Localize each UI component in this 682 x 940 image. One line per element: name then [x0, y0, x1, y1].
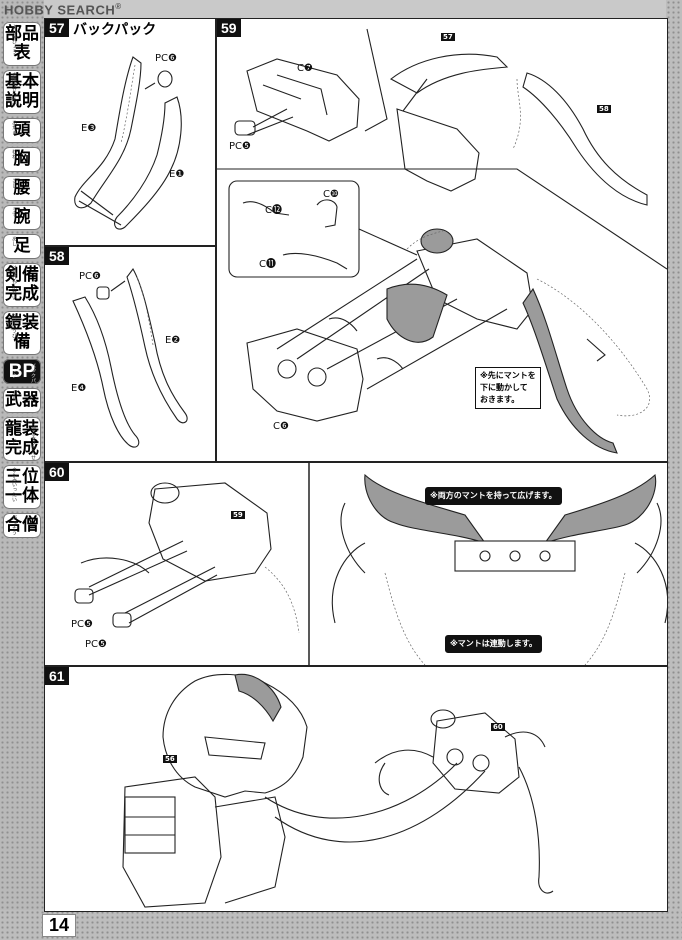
step-57-e1-label: E❶: [169, 169, 185, 180]
sidebar-tab-ruby: きほんせつめい: [11, 72, 17, 107]
step-57-e3-label: E❸: [81, 123, 97, 134]
sidebar-tab-label: 合僧: [5, 515, 39, 535]
step-60-pc-label-2: PC❺: [85, 639, 107, 650]
step-58-illustration: [72, 267, 188, 448]
step-61-tag-60: 60: [491, 723, 505, 731]
step-58-panel: 58 PC❻ E❷ E❹: [44, 246, 216, 462]
sidebar-tab-ruby: がっそう: [11, 515, 17, 535]
sidebar-tab-ruby: けんびかんせい: [11, 265, 17, 300]
step-60-panel: 60 59 PC❺ PC❺ ※両方のマントを持って広げます。 ※マントは連動しま…: [44, 462, 668, 666]
step-60-illustration: [74, 463, 667, 665]
sidebar-tab-label: 武器: [5, 390, 39, 410]
hobby-search-watermark: HOBBY SEARCH®: [4, 2, 122, 17]
sidebar-tab-12[interactable]: さんみいったい三位一体: [3, 465, 41, 509]
step-57-number: 57: [45, 19, 69, 37]
step-61-panel: 61 56 60: [44, 666, 668, 912]
step-59-pce-label: PC❺: [229, 141, 251, 152]
sidebar-tab-ruby: さんみいったい: [11, 467, 17, 502]
sidebar-tab-5[interactable]: うで腕: [3, 205, 41, 230]
sidebar-tab-label: 腰: [13, 178, 31, 198]
step-59-number: 59: [217, 19, 241, 37]
step-59-c6-label: C❻: [273, 421, 289, 432]
step-58-number: 58: [45, 247, 69, 265]
sidebar-tab-10[interactable]: ぶき武器: [3, 388, 41, 413]
step-59-note-line-3: おきます。: [480, 395, 520, 404]
sidebar-tab-4[interactable]: こし腰: [3, 176, 41, 201]
sidebar-tab-label: 頭: [13, 120, 31, 140]
sidebar-tab-label: BP: [8, 361, 36, 382]
step-59-c12-label: C⓬: [265, 205, 282, 216]
step-59-tag-58: 58: [597, 105, 611, 113]
sidebar-tab-7[interactable]: けんびかんせい剣備完成: [3, 263, 41, 307]
sidebar-tab-11[interactable]: りゅうそうかんせい龍装完成: [3, 417, 41, 461]
sidebar-tab-2[interactable]: あたま頭: [3, 118, 41, 143]
step-60-number: 60: [45, 463, 69, 481]
step-57-panel: 57 バックパック PC❻ E❸ E❶: [44, 18, 216, 246]
sidebar-tab-ruby: ぶひんひょう: [11, 24, 17, 54]
watermark-mark: ®: [115, 2, 122, 11]
step-57-title: バックパック: [73, 22, 157, 38]
step-59-illustration: [217, 28, 667, 454]
step-58-e2-label: E❷: [165, 335, 181, 346]
sidebar-tab-8[interactable]: がいそうび鎧装備: [3, 311, 41, 355]
step-59-note: ※先にマントを 下に動かして おきます。: [475, 367, 541, 409]
step-61-tag-56: 56: [163, 755, 177, 763]
step-60-note-bottom: ※マントは連動します。: [445, 635, 542, 653]
sidebar-tab-ruby: バックパック: [11, 362, 36, 383]
section-index-tabs: ぶひんひょう部品表きほんせつめい基本説明あたま頭むね胸こし腰うで腕あし足けんびか…: [3, 22, 41, 542]
sidebar-tab-ruby: むね: [11, 149, 17, 159]
step-59-panel: 59: [216, 18, 668, 462]
step-61-number: 61: [45, 667, 69, 685]
sidebar-tab-ruby: こし: [11, 178, 17, 188]
step-60-tag-59: 59: [231, 511, 245, 519]
step-60-note-top: ※両方のマントを持って広げます。: [425, 487, 562, 505]
watermark-text: HOBBY SEARCH: [4, 2, 116, 18]
step-57-pc-label: PC❻: [155, 53, 177, 64]
right-margin-texture: [666, 0, 682, 940]
step-59-c11-label: C⓫: [259, 259, 276, 270]
sidebar-tab-label: 基本説明: [5, 72, 39, 111]
sidebar-tab-label: 胸: [13, 149, 31, 169]
sidebar-tab-ruby: あたま: [11, 120, 17, 135]
sidebar-tab-ruby: ぶき: [11, 390, 17, 400]
sidebar-tab-label: 剣備完成: [5, 265, 39, 304]
sidebar-tab-ruby: がいそうび: [11, 313, 17, 338]
sidebar-tab-label: 龍装完成: [5, 419, 39, 458]
sidebar-tab-6[interactable]: あし足: [3, 234, 41, 259]
sidebar-tab-ruby: あし: [11, 236, 17, 246]
step-59-note-line-2: 下に動かして: [480, 383, 528, 392]
step-59-note-line-1: ※先にマントを: [480, 371, 536, 380]
step-59-c7-label: C❼: [297, 63, 313, 74]
page-number: 14: [42, 914, 77, 937]
sidebar-tab-label: 三位一体: [5, 467, 39, 506]
sidebar-tab-ruby: うで: [11, 207, 17, 217]
sidebar-tab-1[interactable]: きほんせつめい基本説明: [3, 70, 41, 114]
step-59-c10-label: C❿: [323, 189, 339, 200]
step-57-illustration: [74, 56, 182, 230]
step-61-illustration: [122, 673, 554, 908]
step-58-e4-label: E❹: [71, 383, 87, 394]
sidebar-tab-13[interactable]: がっそう合僧: [3, 513, 41, 538]
step-59-tag-57: 57: [441, 33, 455, 41]
sidebar-tab-label: 腕: [13, 207, 31, 227]
sidebar-tab-label: 鎧装備: [5, 313, 39, 352]
step-58-pc-label: PC❻: [79, 271, 101, 282]
sidebar-tab-label: 足: [13, 236, 31, 256]
sidebar-tab-ruby: りゅうそうかんせい: [11, 420, 36, 460]
sidebar-tab-0[interactable]: ぶひんひょう部品表: [3, 22, 41, 66]
step-60-pc-label-1: PC❺: [71, 619, 93, 630]
bottom-margin-texture: [0, 910, 682, 940]
sidebar-tab-3[interactable]: むね胸: [3, 147, 41, 172]
sidebar-tab-label: 部品表: [5, 24, 39, 63]
